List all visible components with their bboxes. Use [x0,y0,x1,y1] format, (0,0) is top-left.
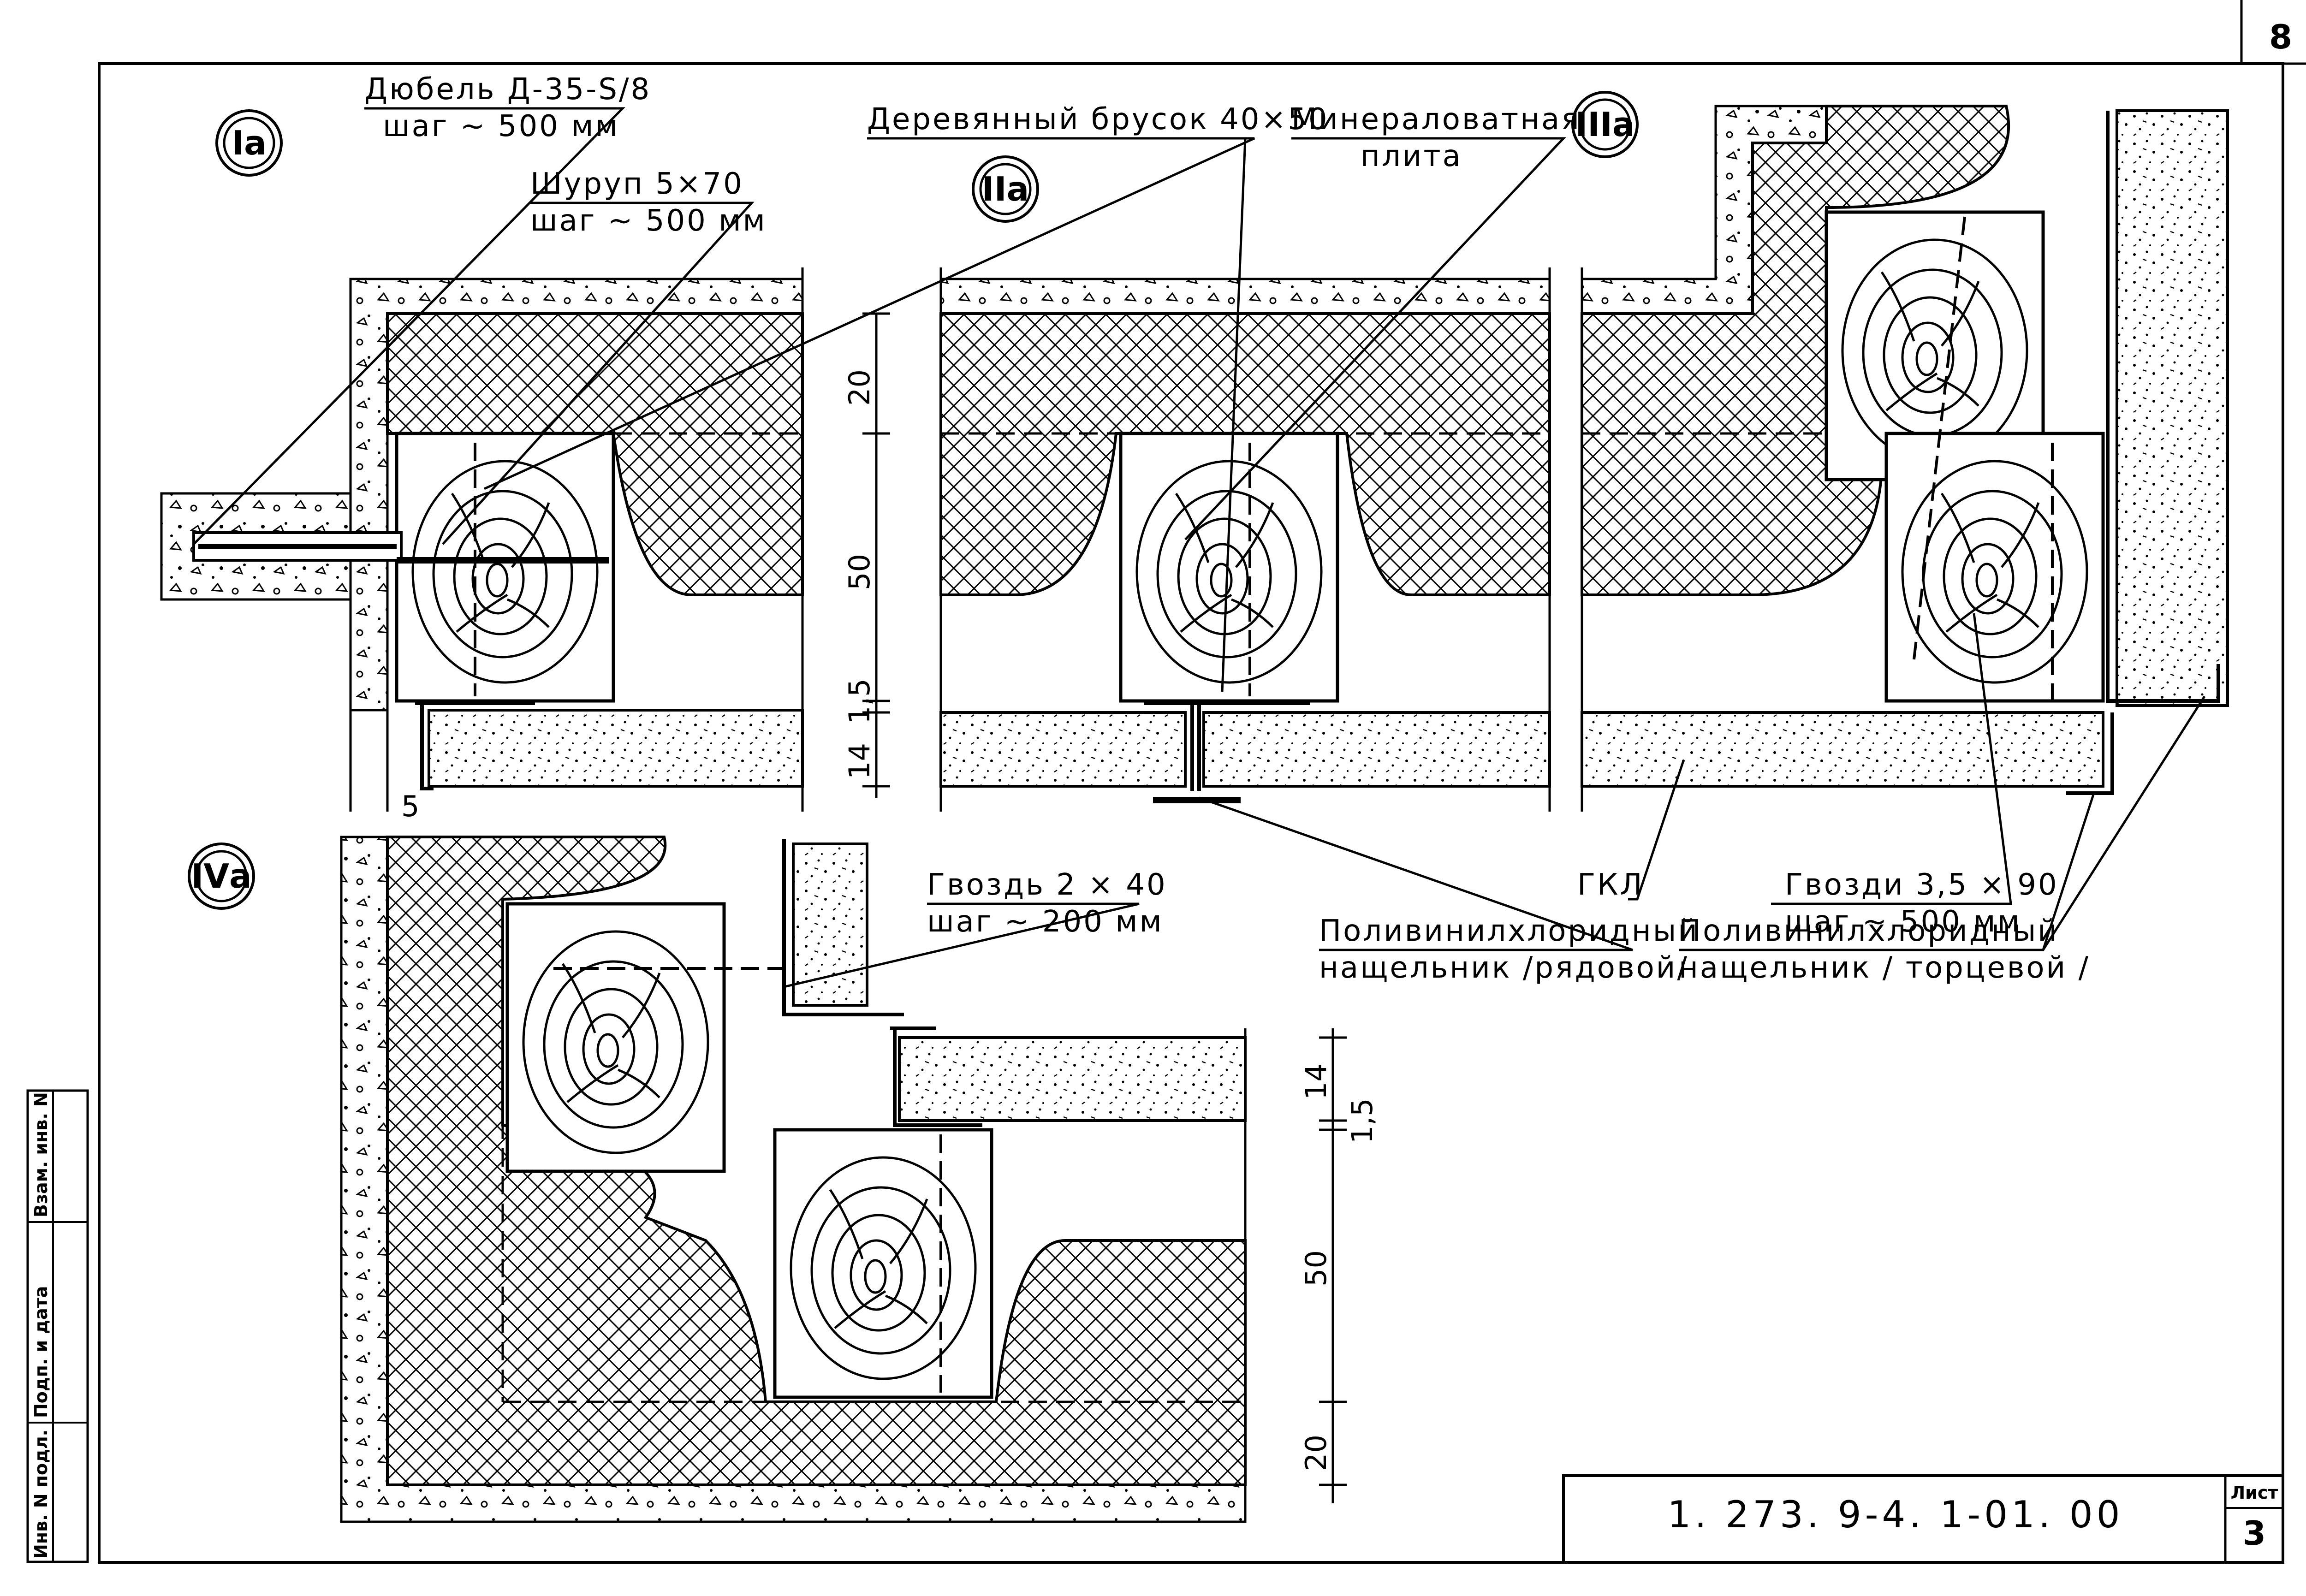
dim-upper-1-5: 1,5 [843,678,876,724]
side-stamp [26,1089,89,1563]
node-ia-label: Iа [232,124,266,162]
dim-upper-14: 14 [843,743,876,779]
wool-callout-line2: плита [1361,139,1462,173]
node-iia-label: IIа [982,170,1029,208]
dimension-chain-upper [862,312,890,798]
node-iiia-section [1581,105,2229,812]
dim-lower-50: 50 [1299,1250,1333,1287]
node-ia-section [160,267,804,812]
nail-iv-callout-line1: Гвоздь 2 × 40 [927,868,1167,902]
bar-callout: Деревянный брусок 40×50 [867,102,1329,136]
stamp-replaces-inv: Взам. инв. N [31,1092,51,1217]
stamp-sign-date: Подп. и дата [31,1286,51,1418]
nail-iii-callout-line1: Гвозди 3,5 × 90 [1785,868,2059,902]
stamp-inv-original: Инв. N подл. [31,1430,51,1559]
pvc-row-callout-line2: нащельник /рядовой/ [1319,951,1689,985]
screw-callout-line1: Шуруп 5×70 [530,167,744,201]
pvc-end-callout-line2: нащельник / торцевой / [1679,951,2090,985]
dim-upper-50: 50 [843,554,876,590]
node-iiia-label: IIIа [1575,105,1635,144]
dim-lower-20: 20 [1299,1435,1333,1471]
node-iva-mark [188,842,255,910]
node-iiia-mark [1571,91,1639,158]
node-iva-label: IVа [191,857,251,896]
nail-iv-callout-line2: шаг ~ 200 мм [927,905,1164,939]
gkl-callout: ГКЛ [1577,868,1644,902]
gap-dimension: 5 [401,789,419,823]
sheet-number: 3 [2243,1514,2266,1553]
sheet-label: Лист [2231,1483,2278,1503]
dimension-chain-lower [1319,1028,1347,1503]
title-block [1562,1474,2284,1564]
pvc-end-callout-line1: Поливинилхлоридный [1679,914,2059,948]
node-ia-mark [215,109,283,177]
pvc-row-callout-line1: Поливинилхлоридный [1319,914,1699,948]
drawing-frame [98,0,2306,1564]
dowel-callout-line2: шаг ~ 500 мм [383,109,619,143]
page-number: 8 [2269,18,2292,56]
screw-callout-line2: шаг ~ 500 мм [530,204,767,238]
dowel-callout-line1: Дюбель Д-35-S/8 [364,72,651,107]
dim-upper-20: 20 [843,369,876,406]
node-iva-section [340,836,1247,1523]
dim-lower-1-5: 1,5 [1345,1098,1379,1144]
dim-lower-14: 14 [1299,1063,1333,1100]
node-iia-mark [972,155,1039,223]
wool-callout-line1: Минераловатная [1291,102,1581,136]
node-iia-section [939,267,1551,812]
leader-lines [193,107,2206,988]
nail-iii-callout-line2: шаг ~ 500 мм [1785,905,2021,939]
drawing-designation: 1. 273. 9-4. 1-01. 00 [1667,1493,2123,1536]
